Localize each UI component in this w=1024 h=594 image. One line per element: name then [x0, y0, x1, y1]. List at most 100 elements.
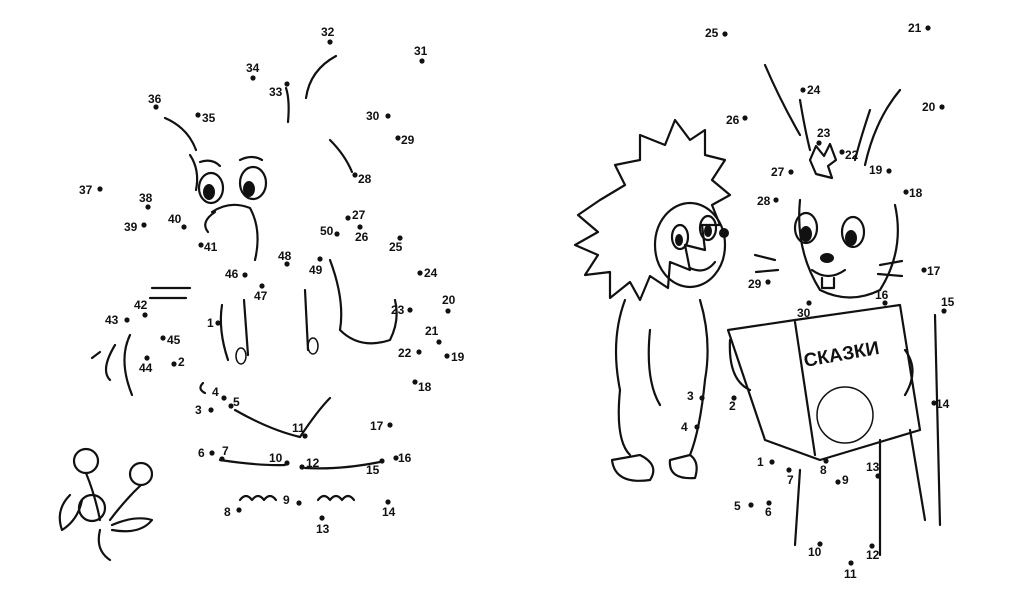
elephant-dot-label: 32 — [321, 25, 335, 39]
elephant-dot-label: 10 — [269, 451, 283, 465]
elephant-dot-label: 35 — [202, 111, 216, 125]
elephant-dot-label: 19 — [451, 350, 465, 364]
hare-dot-label: 18 — [909, 186, 923, 200]
hare-dot-label: 20 — [922, 100, 936, 114]
hare-dot-label: 8 — [820, 463, 827, 477]
elephant-dot-label: 44 — [139, 361, 153, 375]
hare-dot-label: 11 — [844, 567, 857, 581]
elephant-dot-label: 24 — [424, 266, 438, 280]
elephant-dot-label: 27 — [352, 208, 366, 222]
elephant-dot-7 — [219, 456, 225, 462]
elephant-dot-23 — [407, 307, 413, 313]
elephant-dot-label: 45 — [167, 333, 181, 347]
hare-dot-label: 12 — [866, 548, 880, 562]
hare-dot-label: 19 — [869, 163, 883, 177]
hare-dot-1 — [769, 459, 775, 465]
elephant-dot-31 — [419, 58, 425, 64]
elephant-dot-label: 41 — [204, 240, 218, 254]
elephant-drawing — [90, 54, 398, 502]
hare-dot-14 — [931, 400, 937, 406]
elephant-dot-label: 39 — [124, 220, 138, 234]
elephant-dot-label: 29 — [401, 133, 415, 147]
hare-dot-label: 1 — [757, 455, 764, 469]
elephant-dot-label: 26 — [355, 230, 369, 244]
elephant-dot-label: 43 — [105, 313, 119, 327]
hare-dot-10 — [817, 541, 823, 547]
hare-dot-3 — [699, 395, 705, 401]
hare-dot-label: 15 — [941, 295, 955, 309]
book-title: СКАЗКИ — [802, 338, 881, 372]
elephant-dot-26 — [357, 224, 363, 230]
elephant-dot-label: 16 — [398, 451, 412, 465]
flowers-drawing — [58, 447, 154, 562]
hare-dot-12 — [869, 543, 875, 549]
elephant-dot-label: 46 — [225, 267, 239, 281]
elephant-dot-label: 42 — [134, 298, 148, 312]
hare-dot-29 — [765, 279, 771, 285]
hare-dot-label: 22 — [845, 148, 859, 162]
hare-dot-11 — [848, 560, 854, 566]
hare-dot-8 — [823, 458, 829, 464]
hare-dot-28 — [773, 197, 779, 203]
elephant-dot-33 — [284, 81, 290, 87]
elephant-dot-20 — [445, 308, 451, 314]
hare-dot-15 — [941, 308, 947, 314]
hare-dot-label: 3 — [687, 389, 694, 403]
elephant-dot-label: 5 — [233, 395, 240, 409]
hare-dot-label: 24 — [807, 83, 821, 97]
elephant-dot-label: 49 — [309, 263, 323, 277]
elephant-dot-label: 15 — [366, 463, 380, 477]
hare-dot-9 — [835, 479, 841, 485]
hare-dot-24 — [800, 87, 806, 93]
hare-dot-21 — [925, 25, 931, 31]
hare-dot-22 — [839, 149, 845, 155]
elephant-dot-16 — [393, 455, 399, 461]
elephant-dot-24 — [417, 270, 423, 276]
hare-dot-label: 9 — [842, 473, 849, 487]
elephant-dot-36 — [153, 104, 159, 110]
elephant-dot-18 — [412, 379, 418, 385]
hare-dot-5 — [748, 502, 754, 508]
hare-dot-label: 23 — [817, 126, 831, 140]
hare-drawing: СКАЗКИ — [726, 63, 942, 557]
elephant-dot-35 — [195, 112, 201, 118]
elephant-dot-label: 17 — [370, 419, 384, 433]
elephant-dot-label: 25 — [389, 240, 403, 254]
elephant-dot-11 — [302, 433, 308, 439]
elephant-dot-2 — [171, 361, 177, 367]
hare-dot-label: 28 — [757, 194, 771, 208]
hare-dot-4 — [694, 424, 700, 430]
hare-dot-18 — [903, 189, 909, 195]
elephant-dot-1 — [215, 320, 221, 326]
hare-dot-2 — [731, 395, 737, 401]
elephant-dot-label: 20 — [442, 293, 456, 307]
hare-dot-label: 17 — [927, 264, 941, 278]
elephant-dot-label: 7 — [222, 444, 229, 458]
elephant-dot-label: 47 — [254, 289, 268, 303]
elephant-dot-label: 31 — [414, 44, 428, 58]
hare-dot-label: 4 — [681, 420, 688, 434]
elephant-dot-label: 14 — [382, 505, 396, 519]
elephant-dot-label: 28 — [358, 172, 372, 186]
elephant-dot-49 — [317, 256, 323, 262]
hare-dot-30 — [806, 300, 812, 306]
hedgehog-drawing — [573, 118, 732, 482]
hare-dot-label: 5 — [734, 499, 741, 513]
hare-dot-17 — [921, 267, 927, 273]
elephant-dot-37 — [97, 186, 103, 192]
hare-dot-label: 30 — [797, 306, 811, 320]
elephant-dot-21 — [436, 339, 442, 345]
hare-dot-label: 10 — [808, 545, 822, 559]
elephant-dot-4 — [221, 395, 227, 401]
elephant-dot-15 — [379, 458, 385, 464]
elephant-dot-48 — [284, 261, 290, 267]
elephant-dot-label: 12 — [306, 456, 320, 470]
hare-dot-label: 14 — [936, 397, 950, 411]
hare-dot-label: 6 — [765, 505, 772, 519]
elephant-dot-label: 48 — [278, 249, 292, 263]
hare-dot-13 — [875, 473, 881, 479]
hare-dot-26 — [742, 115, 748, 121]
elephant-dot-42 — [142, 312, 148, 318]
elephant-dot-label: 37 — [79, 183, 93, 197]
